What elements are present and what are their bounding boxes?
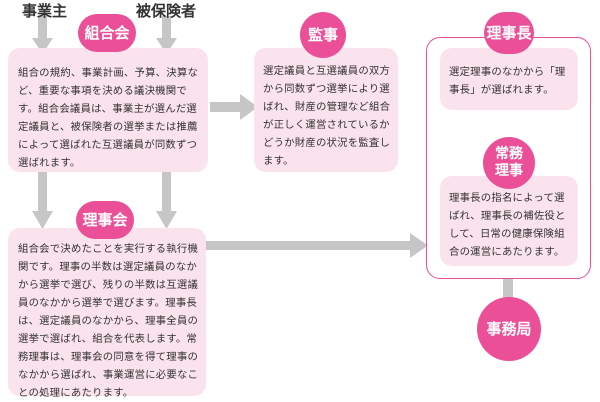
jimukyoku-badge: 事務局 [477,297,541,361]
kumiaikai-title-badge: 組合会 [78,14,136,52]
kanji-description: 選定議員と互選議員の双方から同数ずつ選挙により選ばれ、財産の管理など組合が正しく… [263,65,391,167]
arrow-kumiaikai-to-rijikai-right [156,171,177,229]
rijikai-title: 理事会 [82,211,128,229]
rijicho-title-badge: 理事長 [484,12,534,54]
arrow-kumiaikai-to-rijikai-left [32,171,53,229]
rijikai-description: 組合会で決めたことを実行する執行機関です。理事の半数は選定議員のなかから選挙で選… [18,243,199,399]
arrow-employer-to-kumiaikai [32,16,53,54]
jomu-riji-title: 常務 理事 [495,146,523,179]
rijikai-box: 組合会で決めたことを実行する執行機関です。理事の半数は選定議員のなかから選挙で選… [8,228,206,399]
rijicho-box: 選定理事のなかから「理事長」が選ばれます。 [440,48,578,110]
employer-label: 事業主 [22,2,68,20]
rijicho-description: 選定理事のなかから「理事長」が選ばれます。 [449,66,566,96]
kanji-box: 選定議員と互選議員の双方から同数ずつ選挙により選ばれ、財産の管理など組合が正しく… [254,48,398,172]
arrow-insured-to-kumiaikai [156,16,177,54]
jomu-riji-description: 理事長の指名によって選ばれ、理事長の補佐役として、日常の健康保険組合の運営にあた… [449,192,566,258]
arrow-rijikai-to-executives [206,233,428,258]
kanji-title: 監事 [307,26,338,44]
kumiaikai-description: 組合の規約、事業計画、予算、決算など、重要な事項を決める議決機関です。組合会議員… [18,67,199,169]
jomu-riji-box: 理事長の指名によって選ばれ、理事長の補佐役として、日常の健康保険組合の運営にあた… [440,176,578,266]
insured-label: 被保険者 [136,2,197,20]
arrow-kumiaikai-to-kanji [210,94,258,120]
rijicho-title: 理事長 [486,24,532,42]
rijikai-title-badge: 理事会 [76,201,134,239]
kumiaikai-box: 組合の規約、事業計画、予算、決算など、重要な事項を決める議決機関です。組合会議員… [8,48,208,172]
connector-executives-to-jimukyoku [503,279,513,299]
kumiaikai-title: 組合会 [84,24,130,42]
jimukyoku-title: 事務局 [486,320,532,338]
jomu-riji-title-badge: 常務 理事 [483,137,535,189]
kanji-title-badge: 監事 [300,12,346,58]
